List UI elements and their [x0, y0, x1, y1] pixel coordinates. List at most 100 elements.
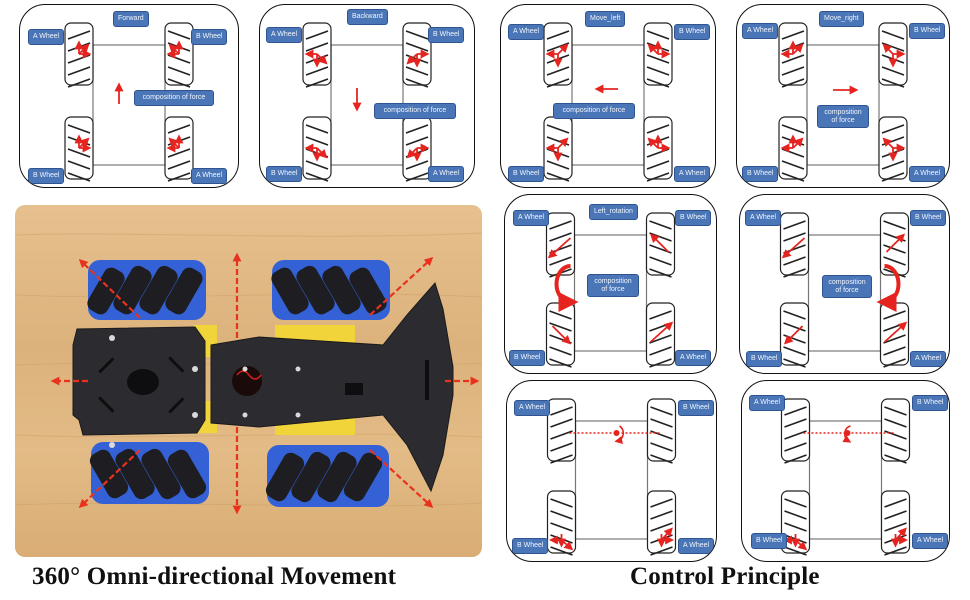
force-arrow	[781, 237, 806, 259]
wheel-label-b: B Wheel	[508, 166, 545, 182]
wheel-label-a: A Wheel	[749, 395, 786, 411]
wheel-front-right	[643, 22, 673, 88]
wheel-force-diagonal	[647, 137, 659, 149]
diagram-pivot-left: A Wheel B Wheel B Wheel A Wheel	[506, 380, 717, 562]
force-label: composition of force	[817, 105, 869, 129]
force-label: composition of force	[374, 103, 456, 119]
force-arrow	[649, 233, 670, 253]
wheel-label-b: B Wheel	[675, 210, 712, 226]
wheel-label-b: B Wheel	[509, 350, 546, 366]
pivot-point	[613, 430, 620, 436]
diagram-forward-drawing	[64, 22, 194, 182]
wheel-force-diagonal	[78, 43, 90, 55]
force-label: composition of force	[822, 275, 872, 299]
wheel-rear-right	[646, 490, 677, 556]
wheel-force-diagonal	[168, 43, 180, 55]
wheel-label-a: A Wheel	[675, 350, 712, 366]
force-arrow	[783, 325, 804, 345]
wheel-force-diagonal	[792, 43, 804, 55]
pivot-point	[844, 430, 851, 436]
wheel-force-diagonal	[406, 53, 418, 65]
wheel-label-a: A Wheel	[910, 351, 947, 367]
wheel-force-diagonal	[882, 137, 894, 149]
wheel-label-a: A Wheel	[909, 166, 946, 182]
wheel-label-b: B Wheel	[674, 24, 711, 40]
force-arrow	[649, 321, 674, 343]
force-label: composition of force	[553, 103, 635, 119]
chassis-frame	[574, 420, 649, 540]
rotation-arrow	[876, 264, 901, 312]
wheel-label-a: A Wheel	[191, 168, 228, 184]
diagram-backward: Backward A Wheel B Wheel composition of …	[259, 4, 475, 188]
wheel-label-a: A Wheel	[428, 166, 465, 182]
wheel-force-diagonal	[316, 147, 328, 159]
wheel-label-a: A Wheel	[742, 23, 779, 39]
wheel-rear-left	[546, 490, 577, 556]
robot-car-illustration	[15, 232, 482, 515]
pivot-rotation-arrow	[614, 425, 625, 444]
diagram-move-right: Move_right A Wheel B Wheel composition o…	[736, 4, 950, 188]
wheel-front-left	[546, 398, 577, 464]
wheel-label-b: B Wheel	[910, 210, 947, 226]
wheel-rear-left	[778, 116, 808, 182]
wheel-force-diagonal	[894, 527, 907, 541]
wheel-label-b: B Wheel	[912, 395, 949, 411]
diagram-pivot-left-drawing	[546, 398, 677, 556]
force-arrow	[883, 321, 908, 343]
arrow-up-left	[78, 258, 141, 319]
wheel-label-b: B Wheel	[28, 168, 65, 184]
force-arrow	[551, 325, 572, 345]
wheel-label-b: B Wheel	[678, 400, 715, 416]
panel-title: Move_right	[819, 11, 864, 27]
diagram-left-rotation: Left_rotation A Wheel B Wheel compositio…	[504, 194, 717, 374]
mecanum-wheel-rear-right	[265, 445, 389, 507]
wheel-force-diagonal	[78, 137, 90, 149]
wheel-rear-right	[879, 302, 910, 368]
direction-arrows	[50, 252, 480, 515]
wheel-label-b: B Wheel	[428, 27, 465, 43]
wheel-force-diagonal	[168, 137, 180, 149]
mecanum-wheel-rear-left	[89, 442, 209, 504]
diagram-right-rotation: A Wheel B Wheel composition of force B W…	[739, 194, 950, 374]
diagram-pivot-right-drawing	[780, 398, 911, 556]
wheel-label-a: A Wheel	[745, 210, 782, 226]
caption-omni-movement: 360° Omni-directional Movement	[32, 563, 397, 590]
diagram-right-rotation-drawing	[779, 212, 910, 368]
wheel-force-diagonal	[560, 539, 574, 551]
caption-control-principle: Control Principle	[630, 563, 820, 590]
wheel-front-right	[646, 398, 677, 464]
rotation-arrow	[554, 264, 579, 312]
wheel-force-diagonal	[406, 147, 418, 159]
wheel-label-b: B Wheel	[742, 166, 779, 182]
arrow-up-right	[369, 257, 434, 316]
wheel-label-b: B Wheel	[909, 23, 946, 39]
wheel-front-left	[64, 22, 94, 88]
wheel-label-b: B Wheel	[512, 538, 549, 554]
wheel-force-diagonal	[660, 527, 673, 541]
wheel-label-a: A Wheel	[28, 29, 65, 45]
wheel-front-left	[778, 22, 808, 88]
force-label: composition of force	[587, 274, 639, 298]
wheel-force-diagonal	[792, 137, 804, 149]
wheel-label-b: B Wheel	[191, 29, 228, 45]
diagram-move-left: Move_left A Wheel B Wheel composition of…	[500, 4, 716, 188]
wheel-label-a: A Wheel	[678, 538, 715, 554]
diagram-forward: Forward A Wheel B Wheel composition of f…	[19, 4, 239, 188]
panel-title: Backward	[347, 9, 388, 25]
panel-title: Forward	[113, 11, 149, 27]
wheel-rear-left	[64, 116, 94, 182]
wheel-label-b: B Wheel	[746, 351, 783, 367]
wheel-force-diagonal	[647, 43, 659, 55]
force-arrow	[885, 233, 906, 253]
wheel-front-left	[779, 212, 810, 278]
screws	[109, 335, 301, 448]
wheel-force-diagonal	[557, 43, 569, 55]
wheel-rear-right	[880, 490, 911, 556]
diagram-pivot-right: A Wheel B Wheel B Wheel A Wheel	[741, 380, 950, 562]
wheel-force-diagonal	[316, 53, 328, 65]
wheel-label-a: A Wheel	[513, 210, 550, 226]
wheel-label-a: A Wheel	[508, 24, 545, 40]
pivot-rotation-arrow	[842, 425, 852, 443]
wheel-rear-right	[164, 116, 194, 182]
diagram-backward-drawing	[302, 22, 432, 182]
